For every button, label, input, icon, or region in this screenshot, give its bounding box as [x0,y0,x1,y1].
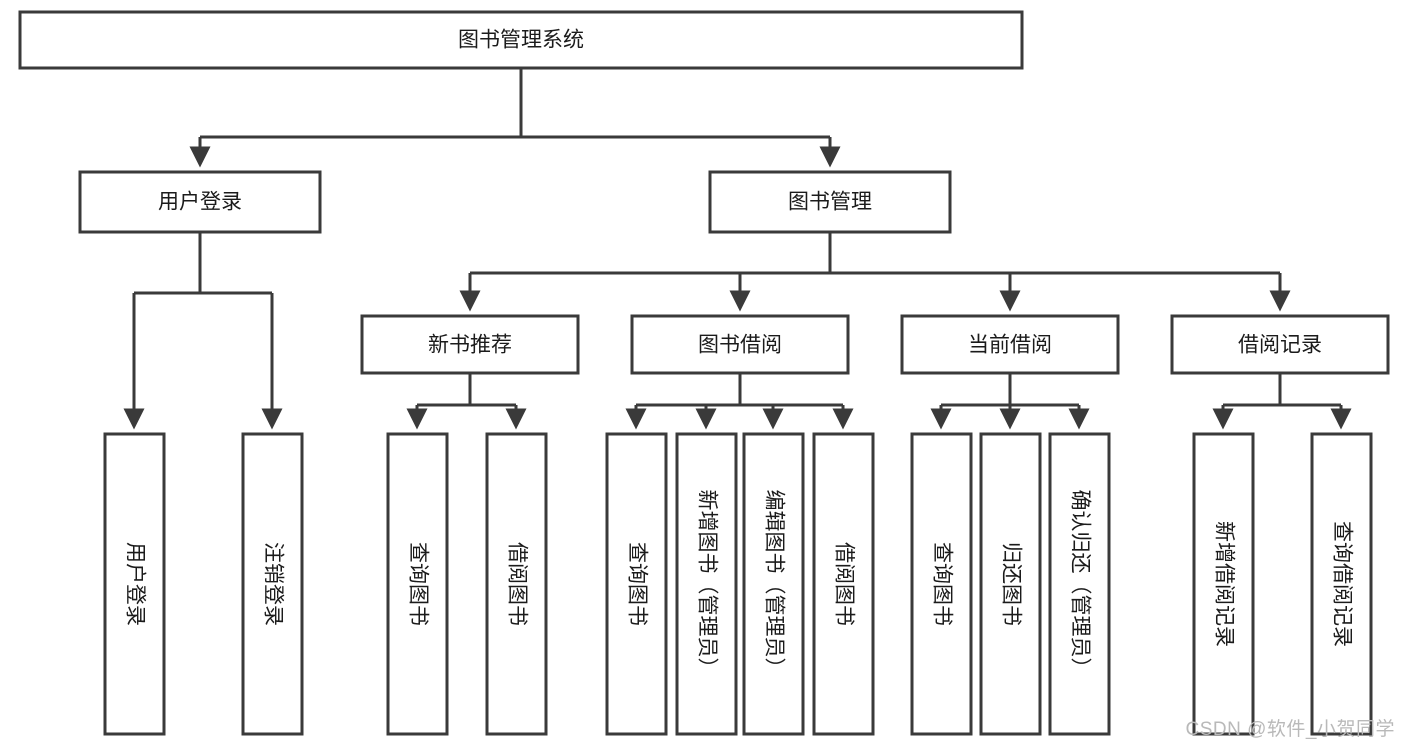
leaf-node-confirm-return-admin-box[interactable] [1048,432,1111,736]
leaf-node-query-book-borrow-box[interactable] [605,432,668,736]
leaf-node-return-book[interactable]: 归还图书 [979,432,1042,736]
node-new-book-recommend-label: 新书推荐 [428,334,512,357]
leaf-node-borrow-book-rec-label: 借阅图书 [505,542,528,626]
connectors-root-to-level2 [189,68,841,168]
connectors-new-book-recommend-to-leaves [406,373,527,430]
node-borrow-record[interactable]: 借阅记录 [1170,314,1390,375]
leaf-node-query-borrow-record-label: 查询借阅记录 [1330,521,1353,647]
node-book-management[interactable]: 图书管理 [708,170,952,234]
connectors-book-management-to-level3 [459,232,1291,312]
csdn-watermark: CSDN @软件_小贺同学 [1185,719,1395,740]
connectors-borrow-record-to-leaves [1212,373,1352,430]
connectors-user-login-to-leaves [123,232,283,430]
leaf-node-borrow-book-rec[interactable]: 借阅图书 [485,432,548,736]
leaf-node-borrow-book-rec-box[interactable] [485,432,548,736]
leaf-node-query-book-borrow-label: 查询图书 [625,542,648,626]
node-user-login-label: 用户登录 [158,191,242,214]
node-book-borrow[interactable]: 图书借阅 [630,314,850,375]
node-root-label: 图书管理系统 [458,29,584,52]
node-borrow-record-label: 借阅记录 [1238,334,1322,357]
leaf-node-query-book-current[interactable]: 查询图书 [910,432,973,736]
node-book-borrow-box[interactable] [630,314,850,375]
leaf-node-query-book-rec[interactable]: 查询图书 [386,432,449,736]
leaf-node-user-login[interactable]: 用户登录 [103,432,166,736]
leaf-node-user-login-label: 用户登录 [123,542,146,626]
connectors-book-borrow-to-leaves [625,373,854,430]
node-book-borrow-label: 图书借阅 [698,334,782,357]
leaf-node-borrow-book[interactable]: 借阅图书 [812,432,875,736]
node-user-login[interactable]: 用户登录 [78,170,322,234]
node-book-management-label: 图书管理 [788,191,872,214]
leaf-node-edit-book-admin-box[interactable] [742,432,805,736]
node-new-book-recommend[interactable]: 新书推荐 [360,314,580,375]
leaf-node-query-book-rec-box[interactable] [386,432,449,736]
leaf-node-query-book-current-label: 查询图书 [930,542,953,626]
leaf-node-logout[interactable]: 注销登录 [241,432,304,736]
node-book-management-box[interactable] [708,170,952,234]
node-new-book-recommend-box[interactable] [360,314,580,375]
leaf-node-query-book-borrow[interactable]: 查询图书 [605,432,668,736]
leaf-node-query-book-rec-label: 查询图书 [406,542,429,626]
leaf-node-query-borrow-record-box[interactable] [1310,432,1373,736]
leaf-node-add-borrow-record-box[interactable] [1192,432,1255,736]
node-current-borrow[interactable]: 当前借阅 [900,314,1120,375]
leaf-node-confirm-return-admin-label: 确认归还（管理员） [1068,490,1091,679]
leaf-node-return-book-box[interactable] [979,432,1042,736]
node-root[interactable]: 图书管理系统 [18,10,1024,70]
leaf-node-query-book-current-box[interactable] [910,432,973,736]
leaf-node-logout-box[interactable] [241,432,304,736]
leaf-node-edit-book-admin-label: 编辑图书（管理员） [762,490,785,679]
leaf-node-query-borrow-record[interactable]: 查询借阅记录 [1310,432,1373,736]
node-current-borrow-box[interactable] [900,314,1120,375]
leaf-node-return-book-label: 归还图书 [999,542,1022,626]
node-root-box[interactable] [18,10,1024,70]
leaf-node-add-borrow-record-label: 新增借阅记录 [1212,521,1235,647]
leaf-node-borrow-book-box[interactable] [812,432,875,736]
leaf-node-add-book-admin-label: 新增图书（管理员） [695,490,718,679]
leaf-node-user-login-box[interactable] [103,432,166,736]
node-current-borrow-label: 当前借阅 [968,334,1052,357]
node-user-login-box[interactable] [78,170,322,234]
leaf-node-add-borrow-record[interactable]: 新增借阅记录 [1192,432,1255,736]
leaf-node-logout-label: 注销登录 [261,542,284,626]
leaf-node-borrow-book-label: 借阅图书 [832,542,855,626]
leaf-node-add-book-admin[interactable]: 新增图书（管理员） [675,432,738,736]
node-borrow-record-box[interactable] [1170,314,1390,375]
connectors-current-borrow-to-leaves [930,373,1090,430]
leaf-node-add-book-admin-box[interactable] [675,432,738,736]
leaf-node-edit-book-admin[interactable]: 编辑图书（管理员） [742,432,805,736]
leaf-node-confirm-return-admin[interactable]: 确认归还（管理员） [1048,432,1111,736]
